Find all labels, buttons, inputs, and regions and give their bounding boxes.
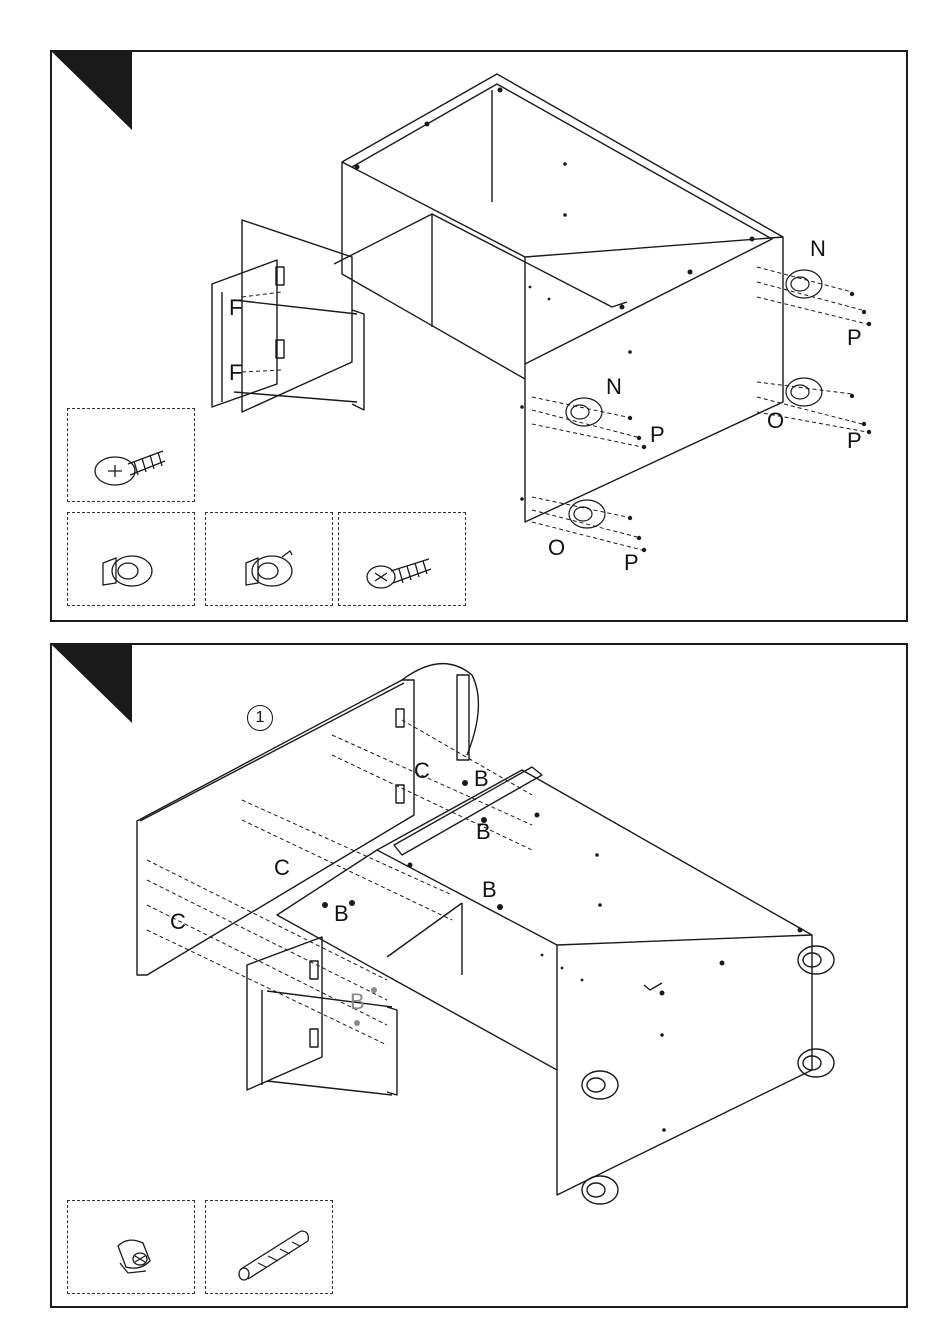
- label-b-upper: B: [476, 821, 491, 843]
- step-corner-tab: [52, 645, 132, 725]
- label-f-upper: F: [229, 297, 242, 319]
- label-n-right: N: [810, 238, 826, 260]
- label-b-right: B: [482, 879, 497, 901]
- label-p-right-top: P: [847, 327, 862, 349]
- detail-rail: [457, 675, 469, 760]
- hardware-box-caster-brake: [205, 512, 333, 606]
- step-panel-bottom: 1 C C C B B B B B: [50, 643, 908, 1308]
- cam-lock-icon: [68, 1201, 196, 1295]
- label-p-right-bottom: P: [847, 430, 862, 452]
- caster-wheel-icon: [68, 513, 196, 607]
- screw-large-head-icon: [68, 409, 196, 503]
- label-b-left: B: [334, 903, 349, 925]
- step-panel-top: F F N N O O P P P P: [50, 50, 908, 622]
- cabinet-outline: [342, 74, 783, 522]
- label-b-detail: B: [474, 768, 489, 790]
- label-b-hidden: B: [350, 991, 365, 1013]
- hardware-box-screw-countersunk: [338, 512, 466, 606]
- label-c-middle: C: [274, 857, 290, 879]
- wood-dowel-icon: [206, 1201, 334, 1295]
- caster-wheel-brake-icon: [206, 513, 334, 607]
- label-o-front: O: [548, 537, 565, 559]
- label-o-right: O: [767, 410, 784, 432]
- label-p-front-bottom: P: [624, 552, 639, 574]
- cabinet-outline: [277, 770, 812, 1195]
- label-p-front-top: P: [650, 424, 665, 446]
- side-panel: [247, 937, 322, 1090]
- hardware-box-dowel: [205, 1200, 333, 1294]
- label-c-left: C: [170, 911, 186, 933]
- side-panel: [242, 220, 352, 412]
- door-rail: [352, 310, 364, 410]
- screw-countersunk-icon: [339, 513, 467, 607]
- label-n-front: N: [606, 376, 622, 398]
- hardware-box-screw-large: [67, 408, 195, 502]
- label-c-detail: C: [414, 760, 430, 782]
- hardware-box-cam-lock: [67, 1200, 195, 1294]
- step-corner-tab: [52, 52, 132, 132]
- sub-step-number: 1: [247, 705, 273, 731]
- hardware-box-caster: [67, 512, 195, 606]
- label-f-lower: F: [229, 362, 242, 384]
